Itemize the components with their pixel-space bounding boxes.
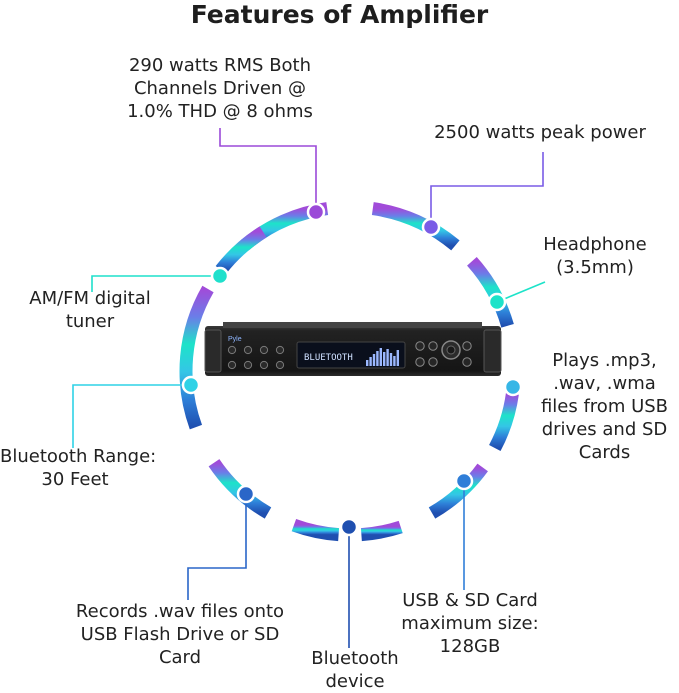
- feature-label-line: device: [325, 671, 385, 692]
- feature-dots: [181, 202, 523, 537]
- feature-label-line: USB Flash Drive or SD: [80, 624, 280, 645]
- feature-dot-formats: [503, 377, 523, 397]
- device-knob: [415, 357, 425, 367]
- device-button: [259, 360, 269, 370]
- left-rack-ear: [204, 329, 222, 373]
- feature-dot-peak: [421, 217, 441, 237]
- eq-bar: [383, 352, 386, 366]
- feature-label-line: AM/FM digital: [29, 288, 151, 309]
- device-knob: [462, 357, 472, 367]
- device-knob: [462, 341, 472, 351]
- feature-label-line: 128GB: [439, 636, 501, 657]
- feature-dot-rms: [306, 202, 326, 222]
- feature-dot-tuner: [210, 266, 230, 286]
- feature-label-line: Bluetooth Range:: [0, 446, 157, 467]
- feature-label-line: Channels Driven @: [133, 78, 307, 99]
- leader-line-rms: [219, 128, 317, 212]
- feature-dot-usb-sd: [454, 471, 474, 491]
- display-eq-bars: [366, 348, 399, 366]
- ring-segment: [360, 520, 403, 542]
- right-rack-ear: [483, 329, 502, 373]
- device-button: [227, 345, 237, 355]
- feature-label-peak: 2500 watts peak power: [405, 121, 675, 144]
- device-knobs: [227, 341, 472, 370]
- feature-dot-bt-device: [339, 517, 359, 537]
- device-brand: Pyle: [228, 336, 242, 343]
- ring-segment: [215, 226, 267, 275]
- feature-label-line: Cards: [578, 442, 631, 463]
- feature-label-line: Headphone: [543, 234, 647, 255]
- eq-bar: [386, 349, 389, 366]
- eq-bar: [376, 351, 379, 366]
- feature-label-line: 30 Feet: [41, 469, 109, 490]
- eq-bar: [393, 356, 396, 366]
- ring-segment: [291, 518, 340, 542]
- device-button: [275, 345, 285, 355]
- feature-label-line: (3.5mm): [556, 257, 634, 278]
- device-button: [227, 360, 237, 370]
- eq-bar: [396, 350, 399, 366]
- device-top-edge: [223, 322, 482, 328]
- device-knob: [415, 341, 425, 351]
- ring-segment: [371, 202, 460, 251]
- feature-dot-records: [236, 484, 256, 504]
- volume-knob-center: [446, 345, 456, 355]
- ring-segments: [179, 202, 519, 542]
- eq-bar: [389, 353, 393, 366]
- feature-label-line: files from USB: [540, 396, 669, 417]
- feature-label-headphone: Headphone(3.5mm): [520, 233, 670, 279]
- eq-bar: [366, 360, 369, 366]
- feature-label-line: USB & SD Card: [402, 590, 538, 611]
- ring-segment: [466, 256, 514, 328]
- diagram-title: Features of Amplifier: [190, 0, 489, 29]
- device-button: [243, 345, 253, 355]
- leader-line-tuner: [91, 275, 220, 292]
- leader-line-peak: [430, 152, 544, 227]
- device-display-text: BLUETOOTH: [304, 353, 353, 363]
- feature-label-line: drives and SD: [541, 419, 668, 440]
- device-knob: [428, 341, 438, 351]
- feature-label-line: 290 watts RMS Both: [128, 55, 312, 76]
- device-button: [259, 345, 269, 355]
- ring-segment: [428, 463, 488, 519]
- feature-label-line: Records .wav files onto: [75, 601, 285, 622]
- leader-line-bt-range: [72, 384, 191, 448]
- feature-label-line: 2500 watts peak power: [434, 122, 646, 143]
- feature-label-line: maximum size:: [401, 613, 539, 634]
- feature-label-line: tuner: [65, 311, 115, 332]
- feature-label-line: Bluetooth: [311, 648, 399, 669]
- feature-dot-headphone: [487, 292, 507, 312]
- feature-label-line: .wav, .wma: [553, 373, 656, 394]
- eq-bar: [369, 357, 372, 366]
- device-button: [275, 360, 285, 370]
- ring-segment: [489, 392, 519, 452]
- feature-label-line: Plays .mp3,: [552, 350, 657, 371]
- ring-segment: [179, 285, 214, 430]
- amplifier-device: BLUETOOTH Pyle: [204, 322, 502, 376]
- feature-dot-bt-range: [181, 375, 201, 395]
- device-knob: [428, 357, 438, 367]
- feature-label-bt-range: Bluetooth Range:30 Feet: [0, 445, 157, 491]
- eq-bar: [379, 348, 382, 366]
- device-button: [243, 360, 253, 370]
- leader-line-records: [187, 494, 247, 600]
- feature-label-line: 1.0% THD @ 8 ohms: [127, 101, 313, 122]
- eq-bar: [372, 354, 376, 366]
- leader-lines: [72, 128, 546, 648]
- feature-label-line: Card: [158, 647, 202, 668]
